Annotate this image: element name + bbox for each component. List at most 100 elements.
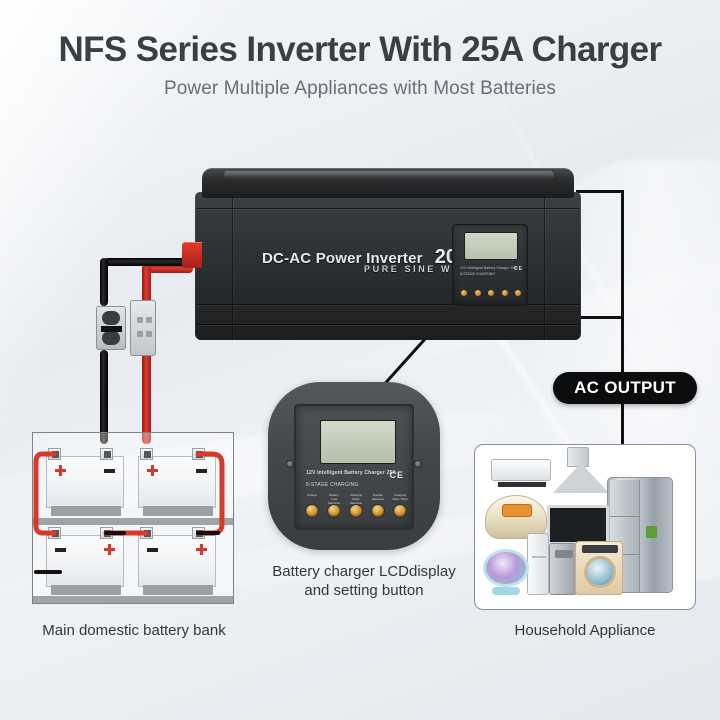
connector-dot [146, 331, 152, 337]
inverter-charger-button[interactable] [487, 289, 495, 297]
inverter-charger-button[interactable] [473, 289, 482, 297]
electric-fan-icon [483, 549, 529, 595]
inverter-ce-mark: CE [514, 266, 523, 272]
inverter-wave-type: PURE SINE WAVE [364, 264, 478, 274]
charger-detail-text: 12V Intelligent Battery Charger 25A 8-ST… [306, 470, 398, 488]
power-inverter-unit: DC-AC Power Inverter2000W PURE SINE WAVE… [182, 168, 581, 340]
battery-unit [138, 456, 216, 516]
battery-post [140, 448, 153, 460]
battery-bank [32, 432, 234, 604]
air-conditioner-small-icon [549, 543, 577, 595]
charger-button-display[interactable]: Display Selection [370, 493, 386, 518]
charger-button-label: Charging Mode Selection [349, 493, 363, 505]
ac-wire-vertical [621, 190, 624, 448]
negative-cable-down-1 [100, 258, 108, 306]
battery-positive-marker [104, 544, 115, 555]
rice-cooker-icon [485, 495, 547, 539]
charger-button-charge[interactable]: Charge [304, 493, 320, 518]
charger-button-label: Display Selection [371, 493, 385, 501]
charger-button-start-stop[interactable]: Charging Start / Stop [392, 493, 408, 518]
battery-unit [46, 456, 124, 516]
negative-cable-down-2 [100, 350, 108, 444]
inverter-charger-button[interactable] [460, 289, 468, 297]
battery-negative-marker [147, 548, 158, 552]
inverter-charger-text: 12V Intelligent Battery Charger 25A 8-ST… [460, 265, 522, 278]
charger-setting-buttons[interactable]: Charge Battery Type Selection Charging M… [304, 493, 408, 518]
connector-dot [146, 317, 152, 323]
inverter-lcd-screen [464, 232, 518, 260]
inverter-charger-panel: 12V Intelligent Battery Charger 25A 8-ST… [452, 224, 528, 306]
ac-output-badge: AC OUTPUT [553, 372, 697, 404]
inverter-charger-line2: 8-STAGE CHARGING [460, 272, 496, 277]
positive-cable-down-2 [142, 348, 151, 444]
charger-button-label: Battery Type Selection [327, 493, 341, 505]
battery-unit [46, 535, 124, 595]
charger-detail-line2: 8-STAGE CHARGING [306, 482, 359, 488]
page-title: NFS Series Inverter With 25A Charger [58, 30, 662, 69]
charger-ce-mark: CE [389, 470, 404, 480]
caption-charger-line2: and setting button [304, 581, 424, 599]
charger-lcd-display [320, 420, 396, 464]
charger-knob-icon[interactable] [371, 504, 385, 518]
fuse-lug-bottom [102, 331, 120, 345]
charger-knob-icon[interactable] [327, 504, 341, 518]
page-subtitle: Power Multiple Appliances with Most Batt… [163, 78, 557, 99]
inverter-positive-terminal [182, 242, 202, 268]
caption-charger-line1: Battery charger LCDdisplay [272, 563, 456, 580]
battery-interconnect-cables [33, 451, 225, 574]
inverter-handle-gloss [224, 171, 554, 179]
washer-drum [584, 556, 616, 588]
battery-shelf-bottom [33, 596, 233, 603]
positive-cable-inverter-run [145, 264, 193, 273]
ac-output-label: AC OUTPUT [574, 378, 676, 397]
charger-knob-icon[interactable] [393, 504, 407, 518]
charger-button-charging-mode[interactable]: Charging Mode Selection [348, 493, 364, 518]
charger-knob-icon[interactable] [349, 504, 363, 518]
ac-wire-bottom-horizontal [574, 316, 624, 319]
charger-screw-left [286, 460, 294, 468]
battery-negative-marker [196, 469, 207, 473]
inverter-charger-button[interactable] [514, 289, 522, 297]
inverter-charger-buttons[interactable] [460, 289, 522, 297]
battery-base [143, 506, 213, 516]
header: NFS Series Inverter With 25A Charger Pow… [0, 0, 720, 100]
charger-detail-line1: 12V Intelligent Battery Charger 25A [306, 470, 397, 476]
charger-detail-plate: 12V Intelligent Battery Charger 25A 8-ST… [294, 404, 414, 530]
fridge-energy-label [646, 526, 657, 538]
battery-negative-marker [55, 548, 66, 552]
charger-button-label: Charging Start / Stop [392, 493, 408, 501]
cable-connector [130, 300, 156, 356]
television-icon [547, 505, 609, 550]
battery-positive-marker [55, 465, 66, 476]
negative-cable-inverter-run [104, 258, 194, 266]
caption-appliances: Household Appliance [514, 622, 656, 639]
charger-button-label: Charge [307, 493, 317, 497]
fan-head [483, 549, 529, 587]
battery-negative-marker [104, 469, 115, 473]
positive-cable-down-1 [142, 264, 151, 306]
charger-knob-icon[interactable] [305, 504, 319, 518]
inverter-charger-button[interactable] [500, 289, 509, 297]
fuse-holder [96, 306, 126, 350]
battery-positive-marker [147, 465, 158, 476]
inverter-top-handle [202, 168, 574, 198]
fuse-lug-top [102, 311, 120, 325]
battery-base [143, 585, 213, 595]
charger-screw-right [414, 460, 422, 468]
connector-dot [137, 317, 143, 323]
washer-control-panel [582, 545, 618, 553]
household-appliance-box [474, 444, 696, 610]
fridge-divider [610, 554, 640, 555]
washing-machine-icon [575, 541, 623, 595]
caption-battery-bank: Main domestic battery bank [42, 622, 226, 639]
battery-base [51, 585, 121, 595]
fan-base [492, 587, 520, 595]
battery-base [51, 506, 121, 516]
charger-button-battery-type[interactable]: Battery Type Selection [326, 493, 342, 518]
battery-positive-marker [196, 544, 207, 555]
cooker-hood-icon [553, 463, 609, 493]
inverter-charger-line1: 12V Intelligent Battery Charger 25A [460, 266, 517, 270]
range-hood-icon [491, 459, 551, 487]
connector-dot [137, 331, 143, 337]
